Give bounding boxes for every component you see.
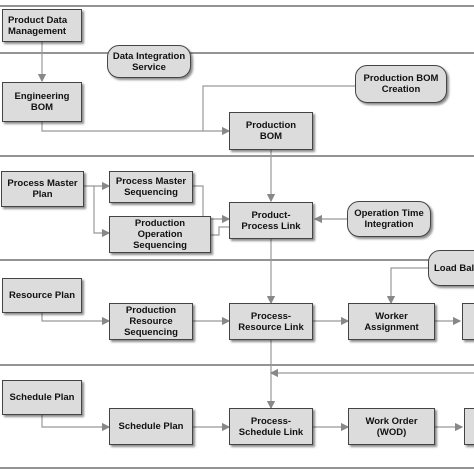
production-resource-sequencing-box: Production Resource Sequencing — [109, 303, 193, 340]
work-order-box: Work Order (WOD) — [348, 408, 435, 445]
product-process-link-box: Product- Process Link — [229, 202, 313, 239]
process-master-sequencing-box: Process Master Sequencing — [109, 171, 193, 203]
load-balancing-pill: Load Bal — [428, 250, 474, 286]
process-resource-link-box: Process- Resource Link — [229, 303, 313, 340]
production-bom-creation-pill: Production BOM Creation — [355, 65, 447, 103]
schedule-plan-left-box: Schedule Plan — [2, 380, 82, 415]
engineering-bom-box: Engineering BOM — [2, 82, 82, 122]
resource-plan-box: Resource Plan — [2, 278, 82, 313]
process-master-plan-box: Process Master Plan — [1, 171, 84, 207]
lane4-right-box-partial — [462, 303, 474, 340]
data-integration-service-pill: Data Integration Service — [107, 45, 191, 78]
schedule-plan-box: Schedule Plan — [109, 408, 193, 445]
process-schedule-link-box: Process- Schedule Link — [229, 408, 313, 445]
product-data-management-box: Product Data Management — [2, 9, 82, 42]
operation-time-integration-pill: Operation Time Integration — [347, 201, 431, 237]
worker-assignment-box: Worker Assignment — [348, 303, 435, 340]
production-bom-box: Production BOM — [229, 112, 313, 150]
production-operation-sequencing-box: Production Operation Sequencing — [109, 216, 211, 253]
lane5-right-box-partial — [464, 408, 474, 445]
connectors — [37, 42, 474, 432]
swimlane-dividers — [0, 5, 474, 469]
